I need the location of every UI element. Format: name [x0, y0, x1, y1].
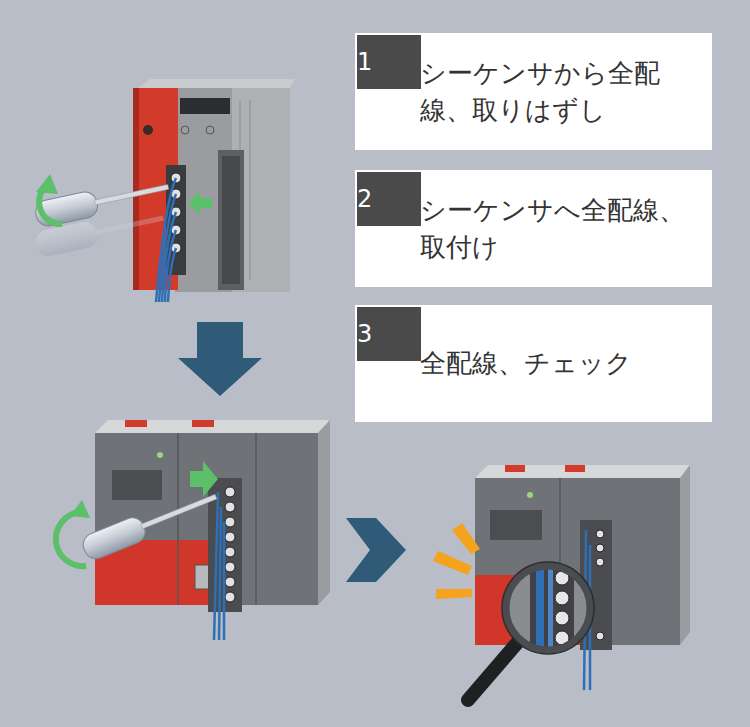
screwdriver [34, 190, 100, 228]
alert-burst [452, 523, 480, 554]
wire [214, 492, 218, 640]
checked-plc [505, 465, 525, 472]
magnifier [502, 562, 594, 654]
new-plc [125, 420, 147, 427]
checked-plc [680, 465, 690, 645]
step-box: シーケンサから全配線、取りはずし1 [355, 33, 712, 150]
magnifier [468, 642, 518, 700]
wire [214, 492, 224, 640]
new-plc [157, 452, 163, 458]
step-number-badge: 3 [357, 307, 421, 361]
checked-plc [475, 465, 690, 650]
new-plc [225, 562, 235, 572]
old-plc [218, 150, 244, 290]
screwdriver [141, 494, 217, 529]
screwdriver [34, 175, 171, 228]
new-plc [225, 547, 235, 557]
wire [162, 212, 176, 302]
checked-plc [596, 558, 604, 566]
screwdriver [34, 175, 171, 258]
magnifier [555, 611, 569, 625]
checked-plc [490, 510, 542, 540]
checked-plc [596, 530, 604, 538]
rotation-arrow [56, 512, 86, 566]
new-plc [225, 592, 235, 602]
flow-arrow [346, 518, 406, 582]
screwdriver [94, 184, 168, 204]
magnifier [468, 560, 594, 700]
screwdriver [80, 485, 221, 562]
checked-plc [527, 492, 533, 498]
magnifier [506, 566, 590, 650]
rotation-arrow [56, 461, 218, 566]
wire [165, 230, 176, 302]
new-plc [225, 532, 235, 542]
step-number: 3 [357, 322, 421, 346]
new-plc [192, 420, 214, 427]
wire [156, 178, 176, 302]
old-plc [250, 100, 251, 280]
new-plc [255, 433, 257, 605]
new-plc [177, 433, 179, 605]
old-plc [133, 88, 139, 290]
rotation-arrow [190, 461, 218, 497]
screwdriver [34, 220, 100, 258]
step-label: シーケンサへ全配線、取付け [420, 192, 688, 266]
new-plc [95, 420, 330, 612]
new-plc [318, 420, 330, 605]
new-plc [225, 502, 235, 512]
old-plc [175, 88, 290, 292]
checked-plc [596, 632, 604, 640]
new-plc [225, 487, 235, 497]
rotation-arrow [188, 191, 212, 215]
step-number-badge: 1 [357, 35, 421, 89]
checked-plc [596, 544, 604, 552]
checked-plc [565, 465, 585, 472]
magnifier [555, 591, 569, 605]
magnifier [506, 560, 590, 656]
screwdriver [94, 216, 164, 235]
new-plc [225, 517, 235, 527]
old-plc [206, 126, 214, 134]
old-plc [180, 98, 230, 114]
rotation-arrow [36, 174, 58, 194]
magnifier [548, 560, 553, 656]
step-box: 全配線、チェック3 [355, 305, 712, 422]
wire [156, 178, 176, 302]
wire [159, 194, 176, 302]
screwdriver [80, 514, 149, 562]
wire [219, 507, 221, 640]
old-plc [143, 125, 153, 135]
step-number: 2 [357, 187, 421, 211]
rotation-arrow [70, 500, 90, 518]
step-box: シーケンサへ全配線、取付け2 [355, 170, 712, 287]
step-number-badge: 2 [357, 172, 421, 226]
checked-plc [475, 465, 690, 478]
alert-burst [433, 523, 480, 599]
magnifier [536, 560, 544, 656]
old-plc [222, 156, 240, 284]
wire [223, 522, 226, 640]
new-plc [225, 577, 235, 587]
flow-arrow [178, 322, 262, 396]
step-number: 1 [357, 50, 421, 74]
new-plc [95, 420, 330, 433]
rotation-arrow [36, 174, 212, 224]
alert-burst [436, 589, 472, 599]
alert-burst [433, 551, 472, 575]
screwdriver [80, 485, 221, 562]
wire [168, 248, 176, 302]
step-label: 全配線、チェック [420, 345, 688, 382]
old-plc [181, 126, 189, 134]
old-plc [138, 79, 295, 88]
new-plc [112, 470, 162, 500]
old-plc [133, 79, 295, 292]
step-label: シーケンサから全配線、取りはずし [420, 55, 688, 129]
